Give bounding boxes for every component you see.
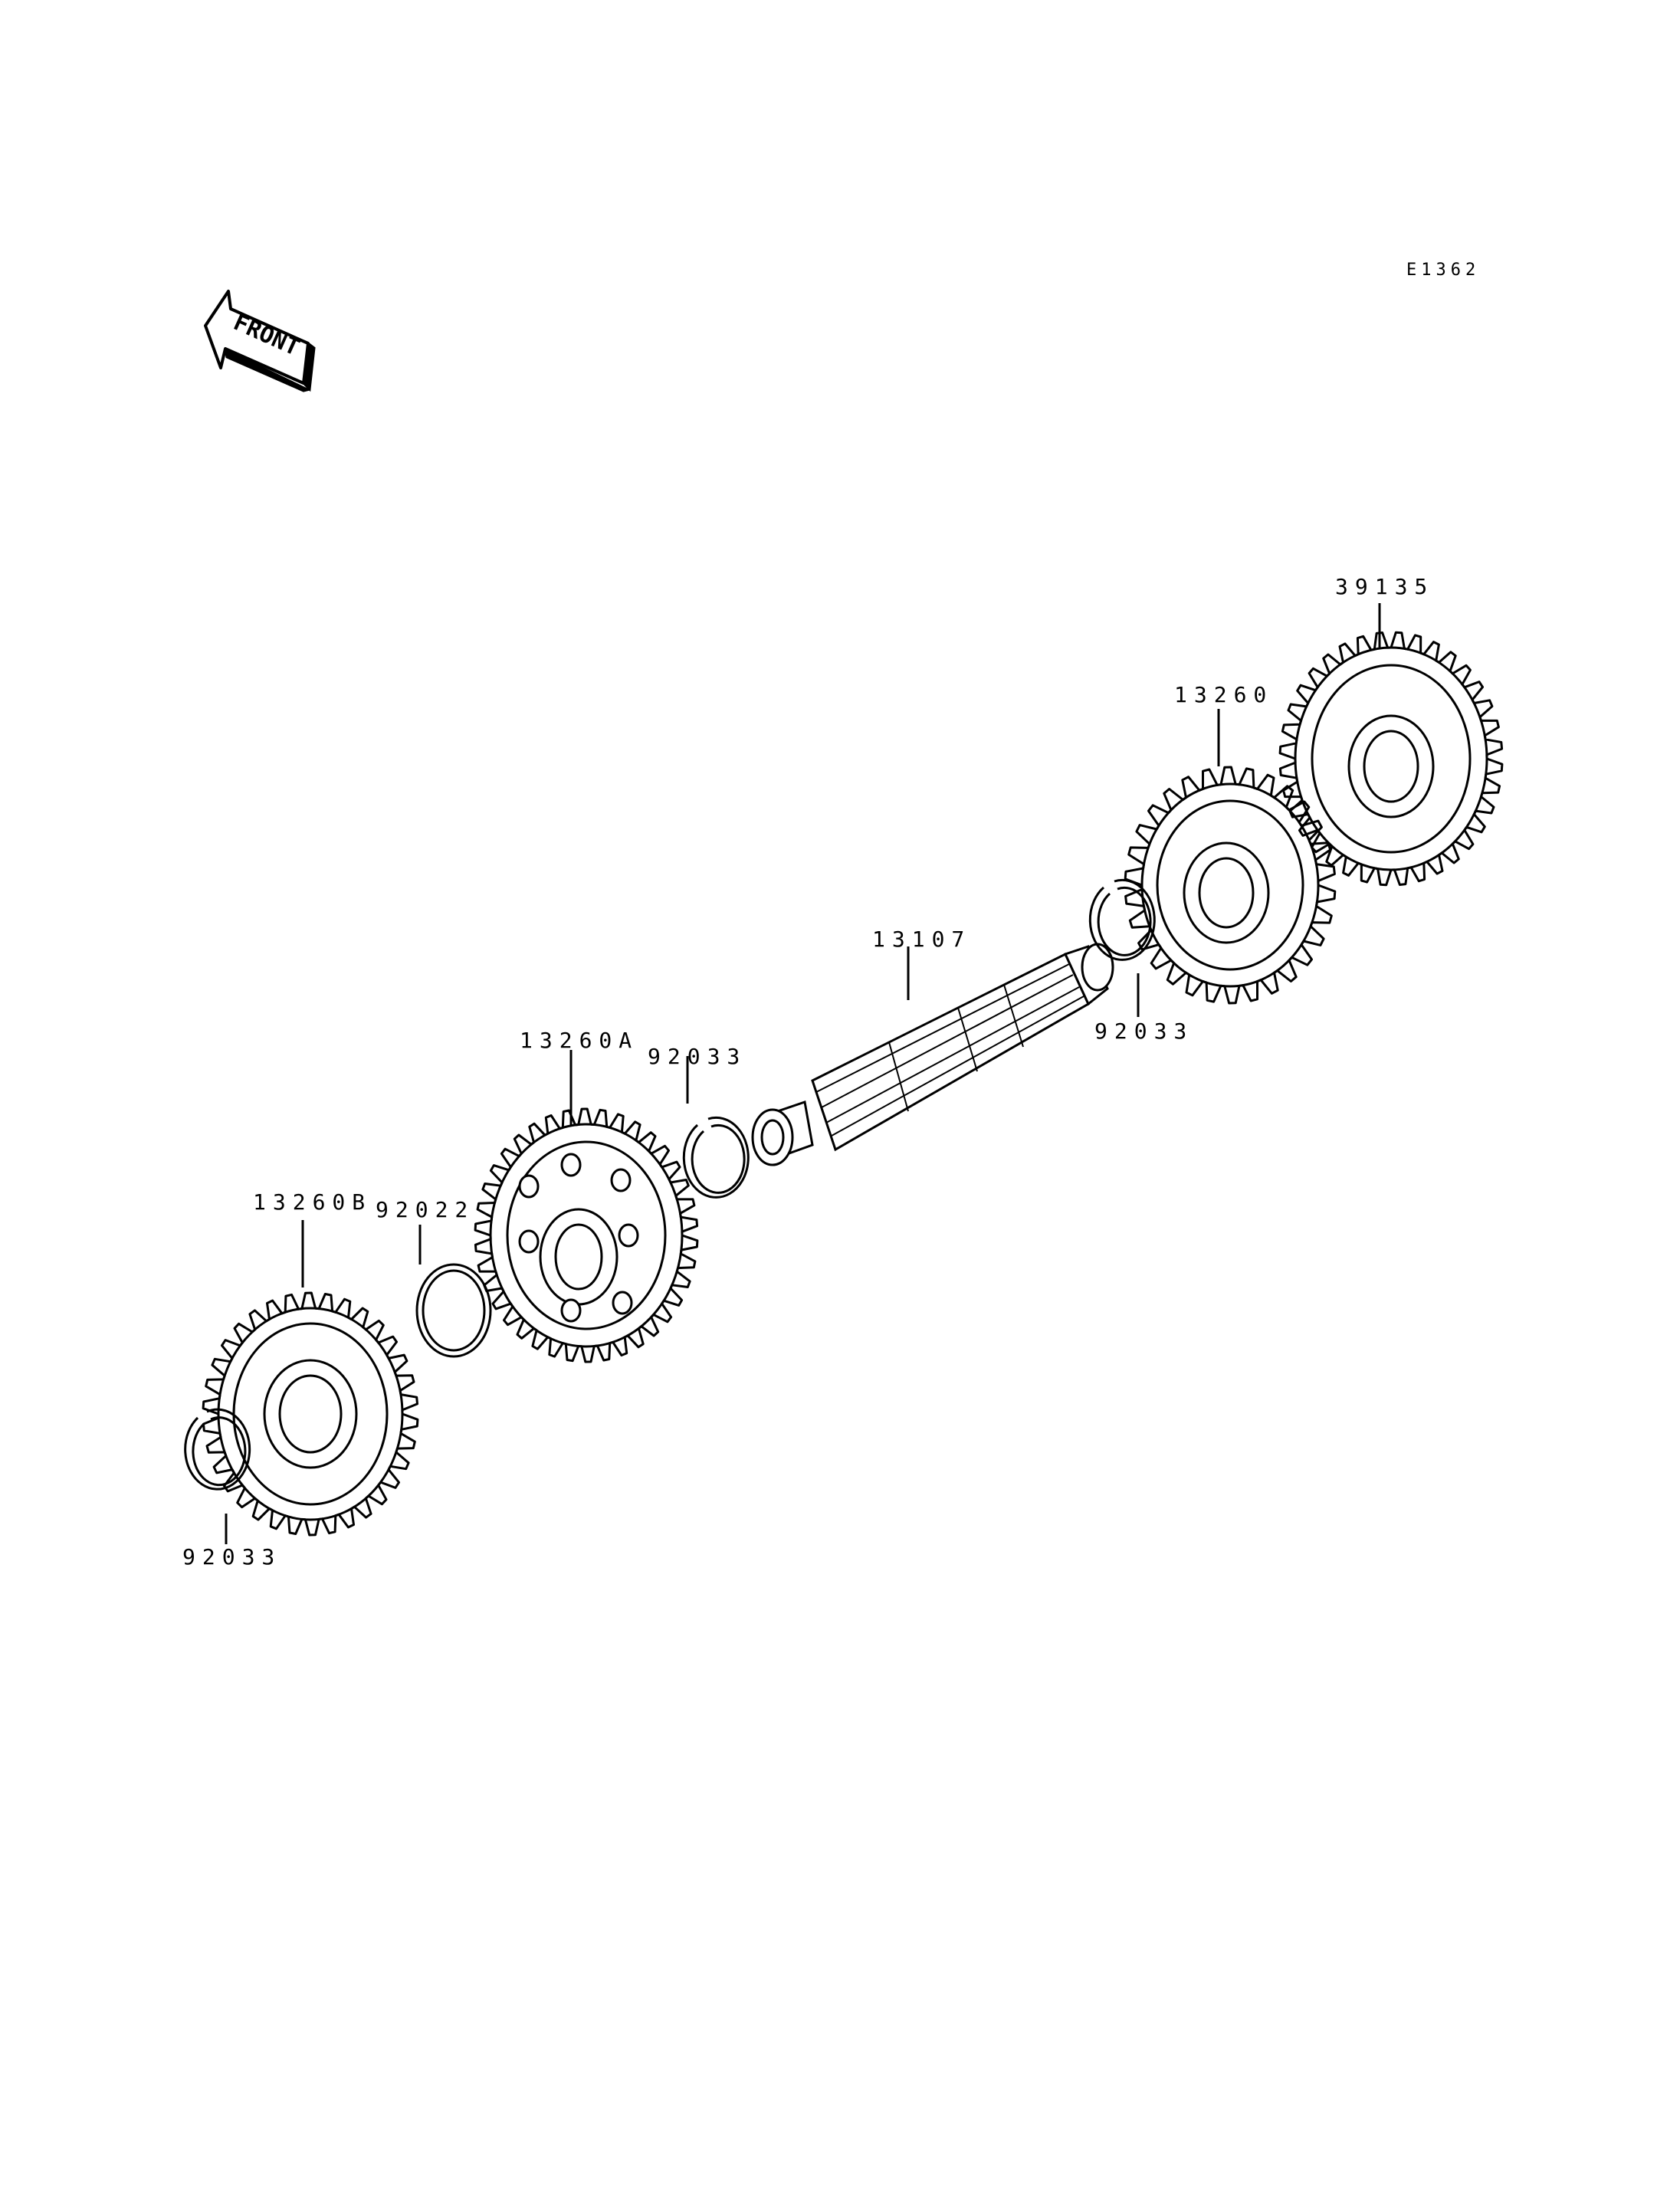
gear-13260a-teeth [474, 1107, 699, 1363]
diagram-code: E1362 [1406, 261, 1481, 280]
part-label-13260b: 13260B [253, 1189, 372, 1215]
gear-13260 [1140, 782, 1320, 988]
shaft-13107 [751, 943, 1114, 1166]
part-label-13260: 13260 [1174, 682, 1274, 707]
gear-13260b [217, 1307, 404, 1521]
part-label-92033-middle: 92033 [648, 1044, 747, 1069]
gear-13260-teeth [1124, 766, 1337, 1005]
part-label-92022: 92022 [376, 1197, 475, 1222]
leader-lines [225, 603, 1381, 1544]
gear-13260b-teeth [202, 1291, 419, 1537]
gear-13260a [489, 1123, 684, 1348]
part-label-39135: 39135 [1335, 574, 1435, 599]
part-label-92033-left: 92033 [182, 1544, 282, 1570]
circlip-92033-left [184, 1408, 251, 1491]
part-label-13107: 13107 [872, 927, 972, 952]
front-arrow-icon: FRONT [204, 290, 316, 392]
gear-39135 [1294, 646, 1488, 871]
gear-39135-teeth [1278, 631, 1504, 887]
part-label-92033-right: 92033 [1094, 1018, 1194, 1044]
washer-92022 [415, 1263, 492, 1358]
part-label-13260a: 13260A [520, 1028, 639, 1053]
circlip-92033-middle [682, 1116, 750, 1199]
